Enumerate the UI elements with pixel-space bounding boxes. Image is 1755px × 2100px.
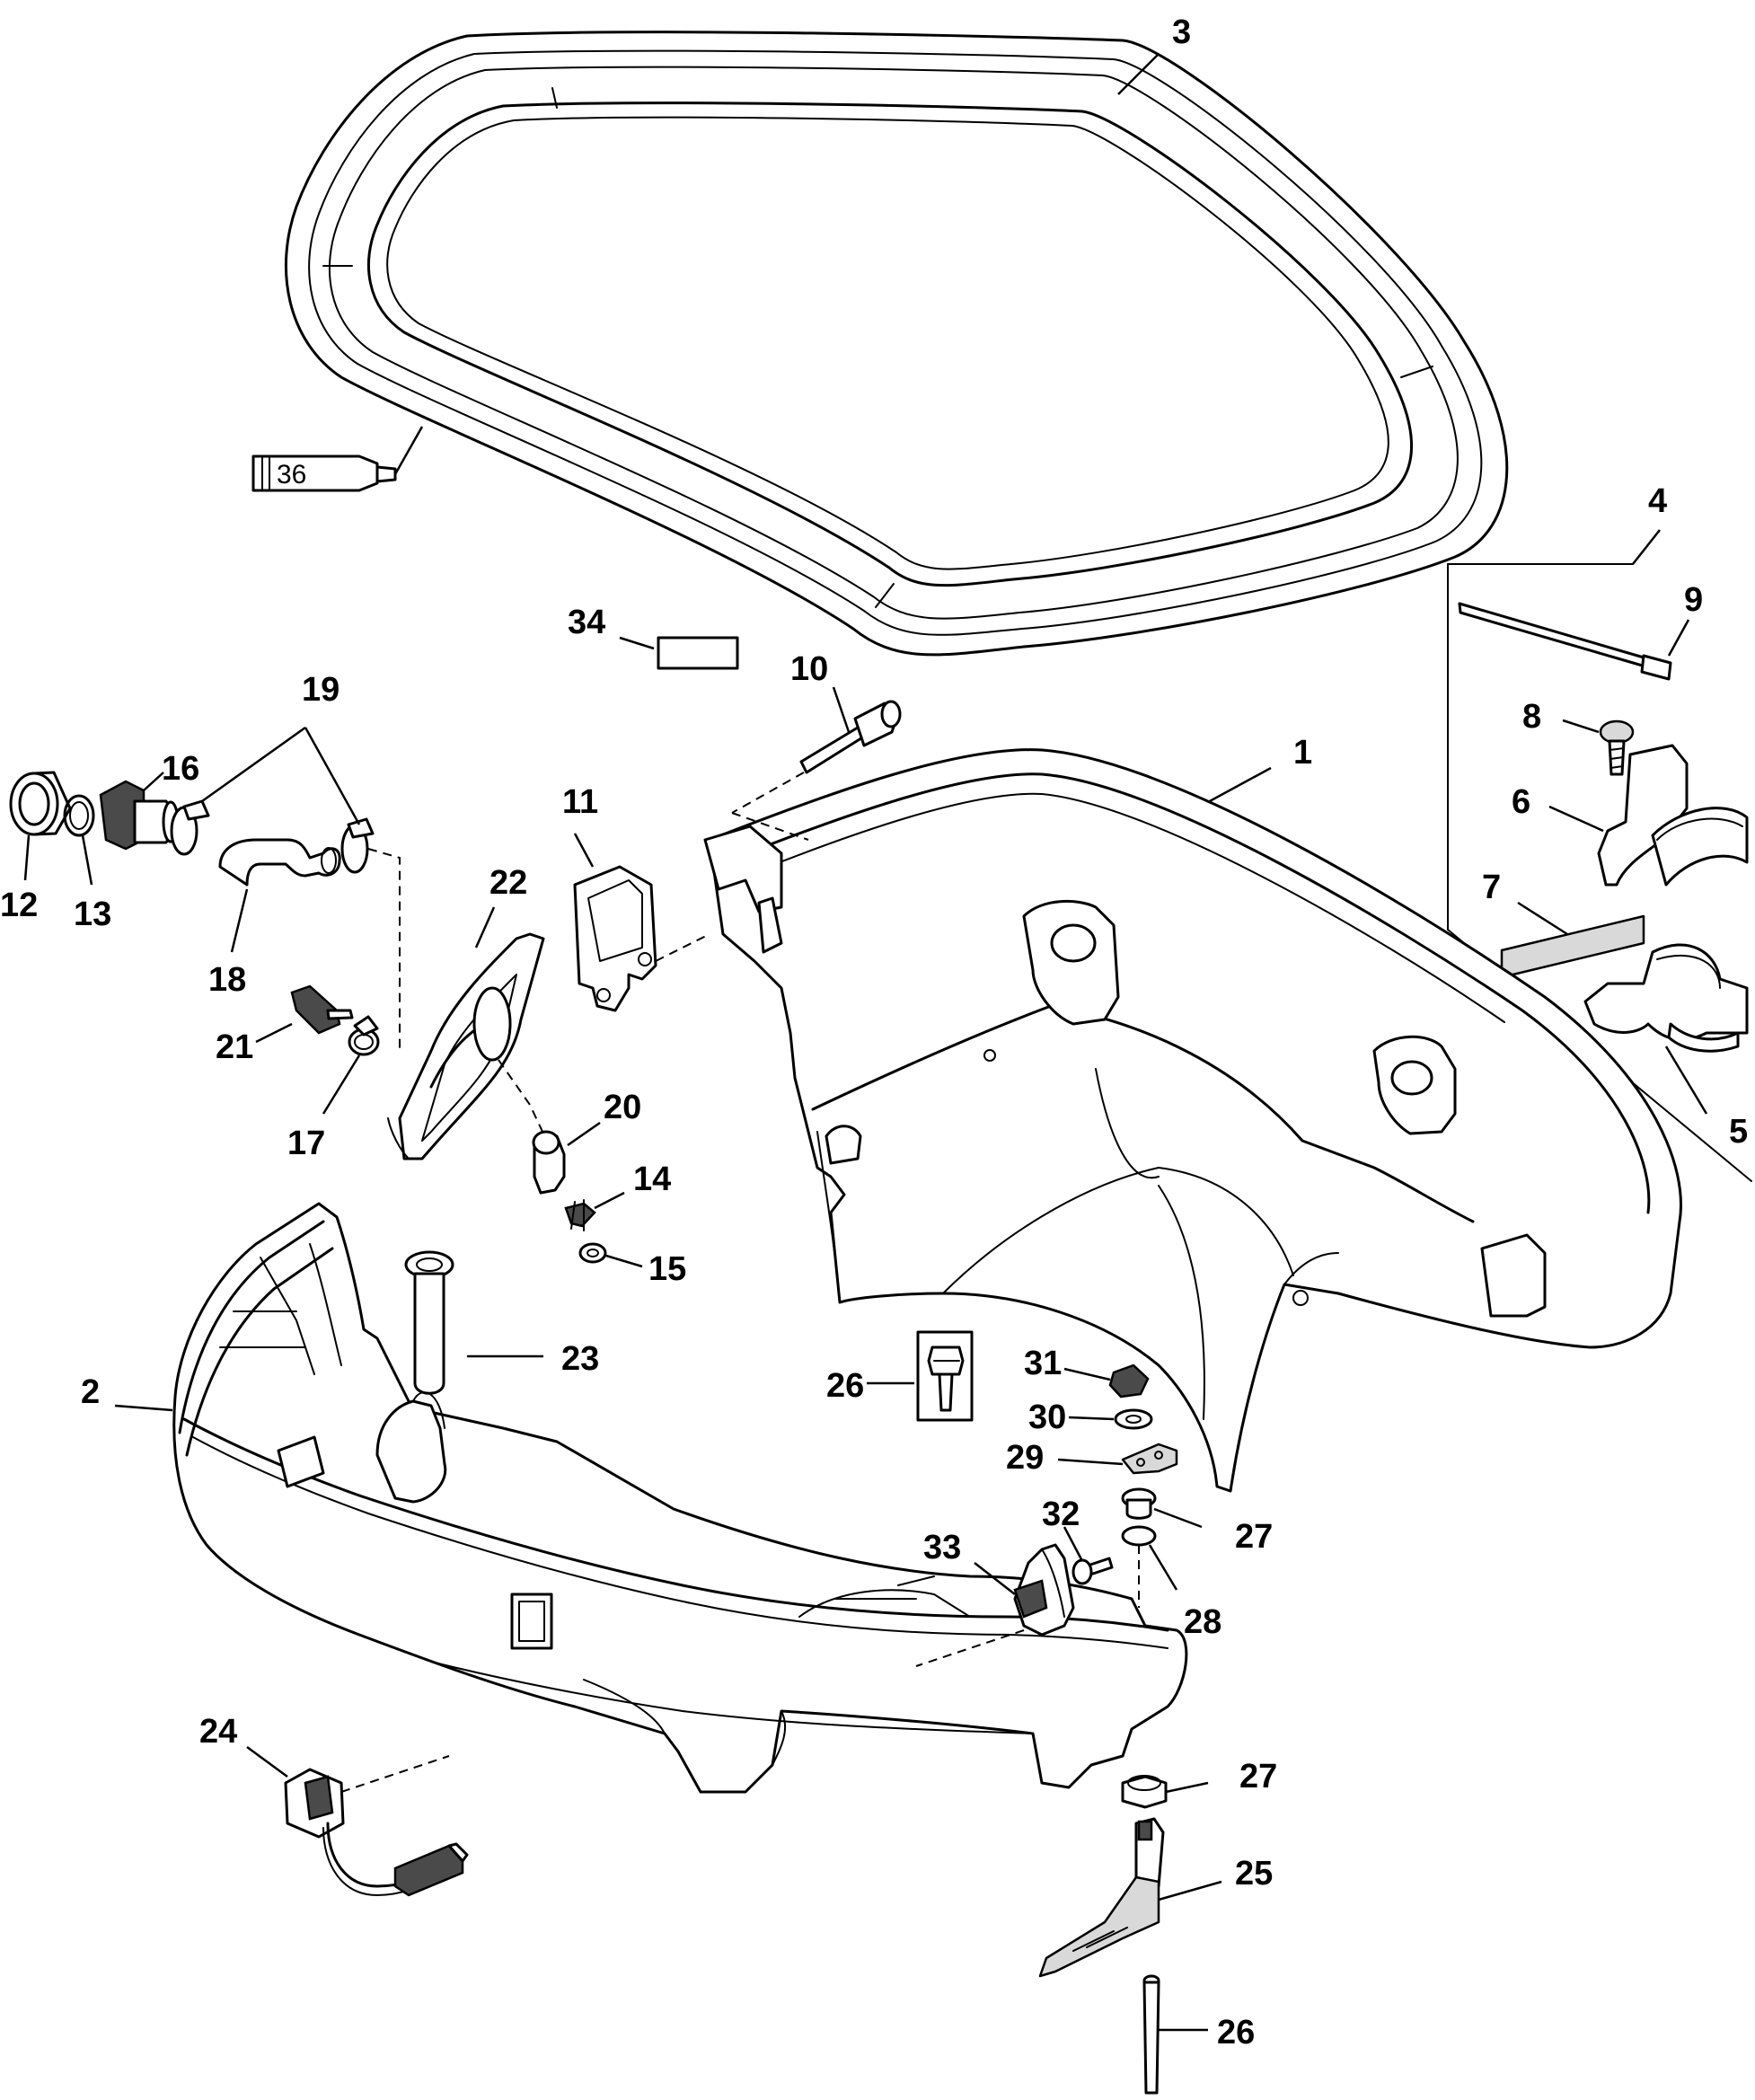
callout-26-lower: 26 (1217, 2014, 1255, 2051)
callout-14: 14 (633, 1160, 671, 1198)
callout-16: 16 (162, 750, 199, 788)
part-27-bushing-upper (1121, 1487, 1157, 1520)
part-8-screw (1599, 719, 1635, 776)
part-7-adhesive-pad (1500, 914, 1645, 979)
part-27-bushing-lower (1121, 1775, 1168, 1809)
callout-11: 11 (562, 783, 598, 821)
callout-29: 29 (1006, 1439, 1044, 1477)
part-31-lock-nut (1108, 1363, 1150, 1399)
tube-label-36: 36 (277, 460, 306, 490)
part-29-tab-plate (1121, 1443, 1178, 1475)
callout-18: 18 (208, 961, 246, 999)
callout-30: 30 (1028, 1399, 1066, 1436)
part-32-screw (1072, 1557, 1114, 1585)
part-3-cowl-seal (284, 31, 1509, 657)
part-17-hose-clamp (348, 1015, 380, 1056)
kit-4-group-box (1447, 529, 1752, 1182)
part-1-rear-lower-cowl (703, 748, 1682, 1493)
part-22-indicator-housing (387, 932, 545, 1160)
part-28-o-ring (1121, 1525, 1157, 1547)
callout-32: 32 (1042, 1496, 1080, 1533)
part-24-switch-harness (284, 1768, 469, 1897)
callout-12: 12 (0, 887, 38, 924)
part-19-hose-clamp-right (340, 817, 375, 874)
callout-7: 7 (1482, 869, 1501, 906)
callout-27-upper: 27 (1235, 1518, 1273, 1556)
part-6-clamp-upper (1597, 744, 1749, 887)
part-26-pin (1142, 1974, 1160, 2095)
part-33-latch (1013, 1543, 1075, 1637)
part-13-o-ring (63, 794, 95, 837)
part-11-bracket (573, 865, 657, 1012)
part-36-sealant-tube: 36 (251, 454, 397, 492)
callout-3: 3 (1172, 13, 1191, 51)
callout-31: 31 (1024, 1345, 1062, 1382)
part-14-clip (564, 1199, 596, 1231)
part-10-bolt (799, 700, 902, 774)
part-9-cable-tie (1458, 602, 1672, 681)
part-19-hose-clamp-left (170, 799, 210, 856)
callout-22: 22 (489, 864, 527, 902)
callout-17: 17 (287, 1125, 325, 1162)
callout-1: 1 (1293, 734, 1312, 772)
callout-26-upper: 26 (826, 1367, 864, 1405)
callout-23: 23 (561, 1340, 599, 1378)
callout-9: 9 (1684, 581, 1703, 619)
part-21-plate-screw (290, 984, 354, 1035)
part-25-latch-lever (1038, 1817, 1165, 1978)
callout-20: 20 (604, 1089, 641, 1126)
part-23-tube (404, 1250, 454, 1395)
callout-25: 25 (1235, 1855, 1273, 1893)
callout-6: 6 (1512, 783, 1530, 821)
callout-15: 15 (648, 1250, 686, 1288)
part-26-bolt-boxed (916, 1330, 974, 1422)
part-34-decal (657, 636, 739, 670)
callout-33: 33 (923, 1529, 961, 1566)
callout-13: 13 (74, 896, 111, 933)
part-30-washer (1114, 1408, 1153, 1430)
part-16-flush-fitting (99, 780, 180, 851)
part-20-fitting (532, 1130, 566, 1195)
callout-19: 19 (302, 671, 340, 709)
callout-27-lower: 27 (1239, 1758, 1277, 1796)
part-15-washer (578, 1242, 607, 1264)
callout-4: 4 (1648, 482, 1667, 520)
callout-2: 2 (81, 1373, 100, 1411)
callout-34: 34 (568, 604, 605, 641)
part-12-cap (9, 771, 72, 836)
callout-10: 10 (790, 650, 828, 688)
part-18-hose (218, 838, 341, 887)
callout-24: 24 (199, 1713, 237, 1751)
callout-5: 5 (1729, 1113, 1748, 1151)
callout-8: 8 (1522, 698, 1541, 736)
callout-21: 21 (216, 1028, 253, 1066)
callout-28: 28 (1184, 1603, 1221, 1641)
part-5-clamp-lower (1583, 943, 1749, 1053)
